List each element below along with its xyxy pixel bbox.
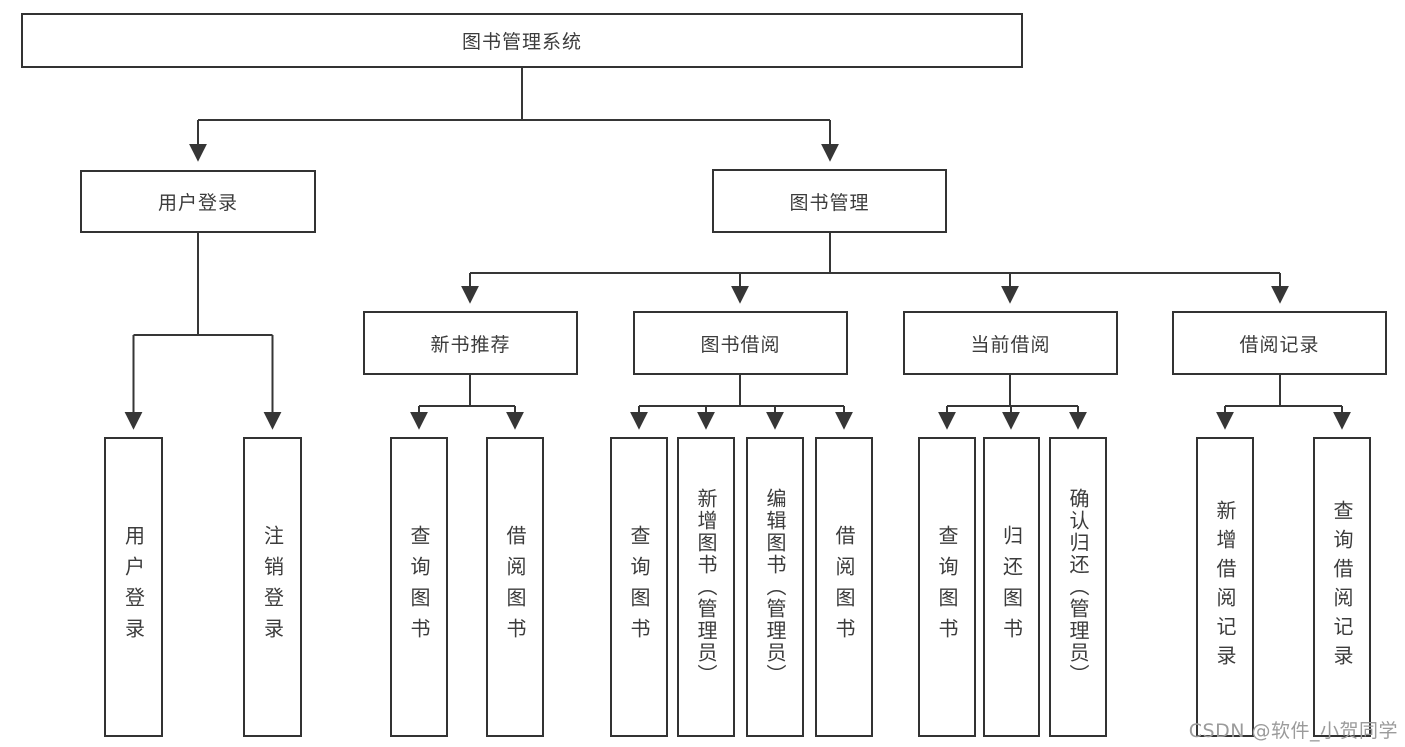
leaf-label: 查询借阅记录 bbox=[1330, 500, 1354, 674]
leaf-label: 借阅图书 bbox=[503, 525, 527, 649]
leaf-label: 注销登录 bbox=[260, 525, 285, 649]
node-book-management-system: 图书管理系统 bbox=[21, 13, 1023, 68]
leaf-add-books-admin: 新增图书（管理员） bbox=[677, 437, 735, 737]
leaf-edit-books-admin: 编辑图书（管理员） bbox=[746, 437, 804, 737]
leaf-label: 确认归还（管理员） bbox=[1066, 488, 1090, 686]
leaf-return-books: 归还图书 bbox=[983, 437, 1040, 737]
csdn-watermark: CSDN @软件_小贺同学 bbox=[1188, 720, 1398, 742]
node-book-borrowing: 图书借阅 bbox=[633, 311, 848, 375]
leaf-label: 新增借阅记录 bbox=[1213, 500, 1237, 674]
node-user-login-branch: 用户登录 bbox=[80, 170, 316, 233]
leaf-confirm-return-admin: 确认归还（管理员） bbox=[1049, 437, 1107, 737]
leaf-label: 新增图书（管理员） bbox=[694, 488, 718, 686]
node-new-book-recommendation: 新书推荐 bbox=[363, 311, 578, 375]
leaf-user-login: 用户登录 bbox=[104, 437, 163, 737]
node-borrowing-records: 借阅记录 bbox=[1172, 311, 1387, 375]
leaf-label: 查询图书 bbox=[935, 525, 959, 649]
leaf-query-borrow-record: 查询借阅记录 bbox=[1313, 437, 1371, 737]
leaf-label: 编辑图书（管理员） bbox=[763, 488, 787, 686]
leaf-query-books-recommend: 查询图书 bbox=[390, 437, 448, 737]
leaf-logout: 注销登录 bbox=[243, 437, 302, 737]
leaf-label: 借阅图书 bbox=[832, 525, 856, 649]
leaf-borrow-books-recommend: 借阅图书 bbox=[486, 437, 544, 737]
leaf-borrow-books: 借阅图书 bbox=[815, 437, 873, 737]
leaf-label: 查询图书 bbox=[627, 525, 651, 649]
node-current-borrowing: 当前借阅 bbox=[903, 311, 1118, 375]
node-book-management-branch: 图书管理 bbox=[712, 169, 947, 233]
leaf-query-books-current: 查询图书 bbox=[918, 437, 976, 737]
leaf-label: 用户登录 bbox=[121, 525, 146, 649]
leaf-add-borrow-record: 新增借阅记录 bbox=[1196, 437, 1254, 737]
leaf-query-books-borrow: 查询图书 bbox=[610, 437, 668, 737]
leaf-label: 查询图书 bbox=[407, 525, 431, 649]
leaf-label: 归还图书 bbox=[999, 525, 1024, 649]
